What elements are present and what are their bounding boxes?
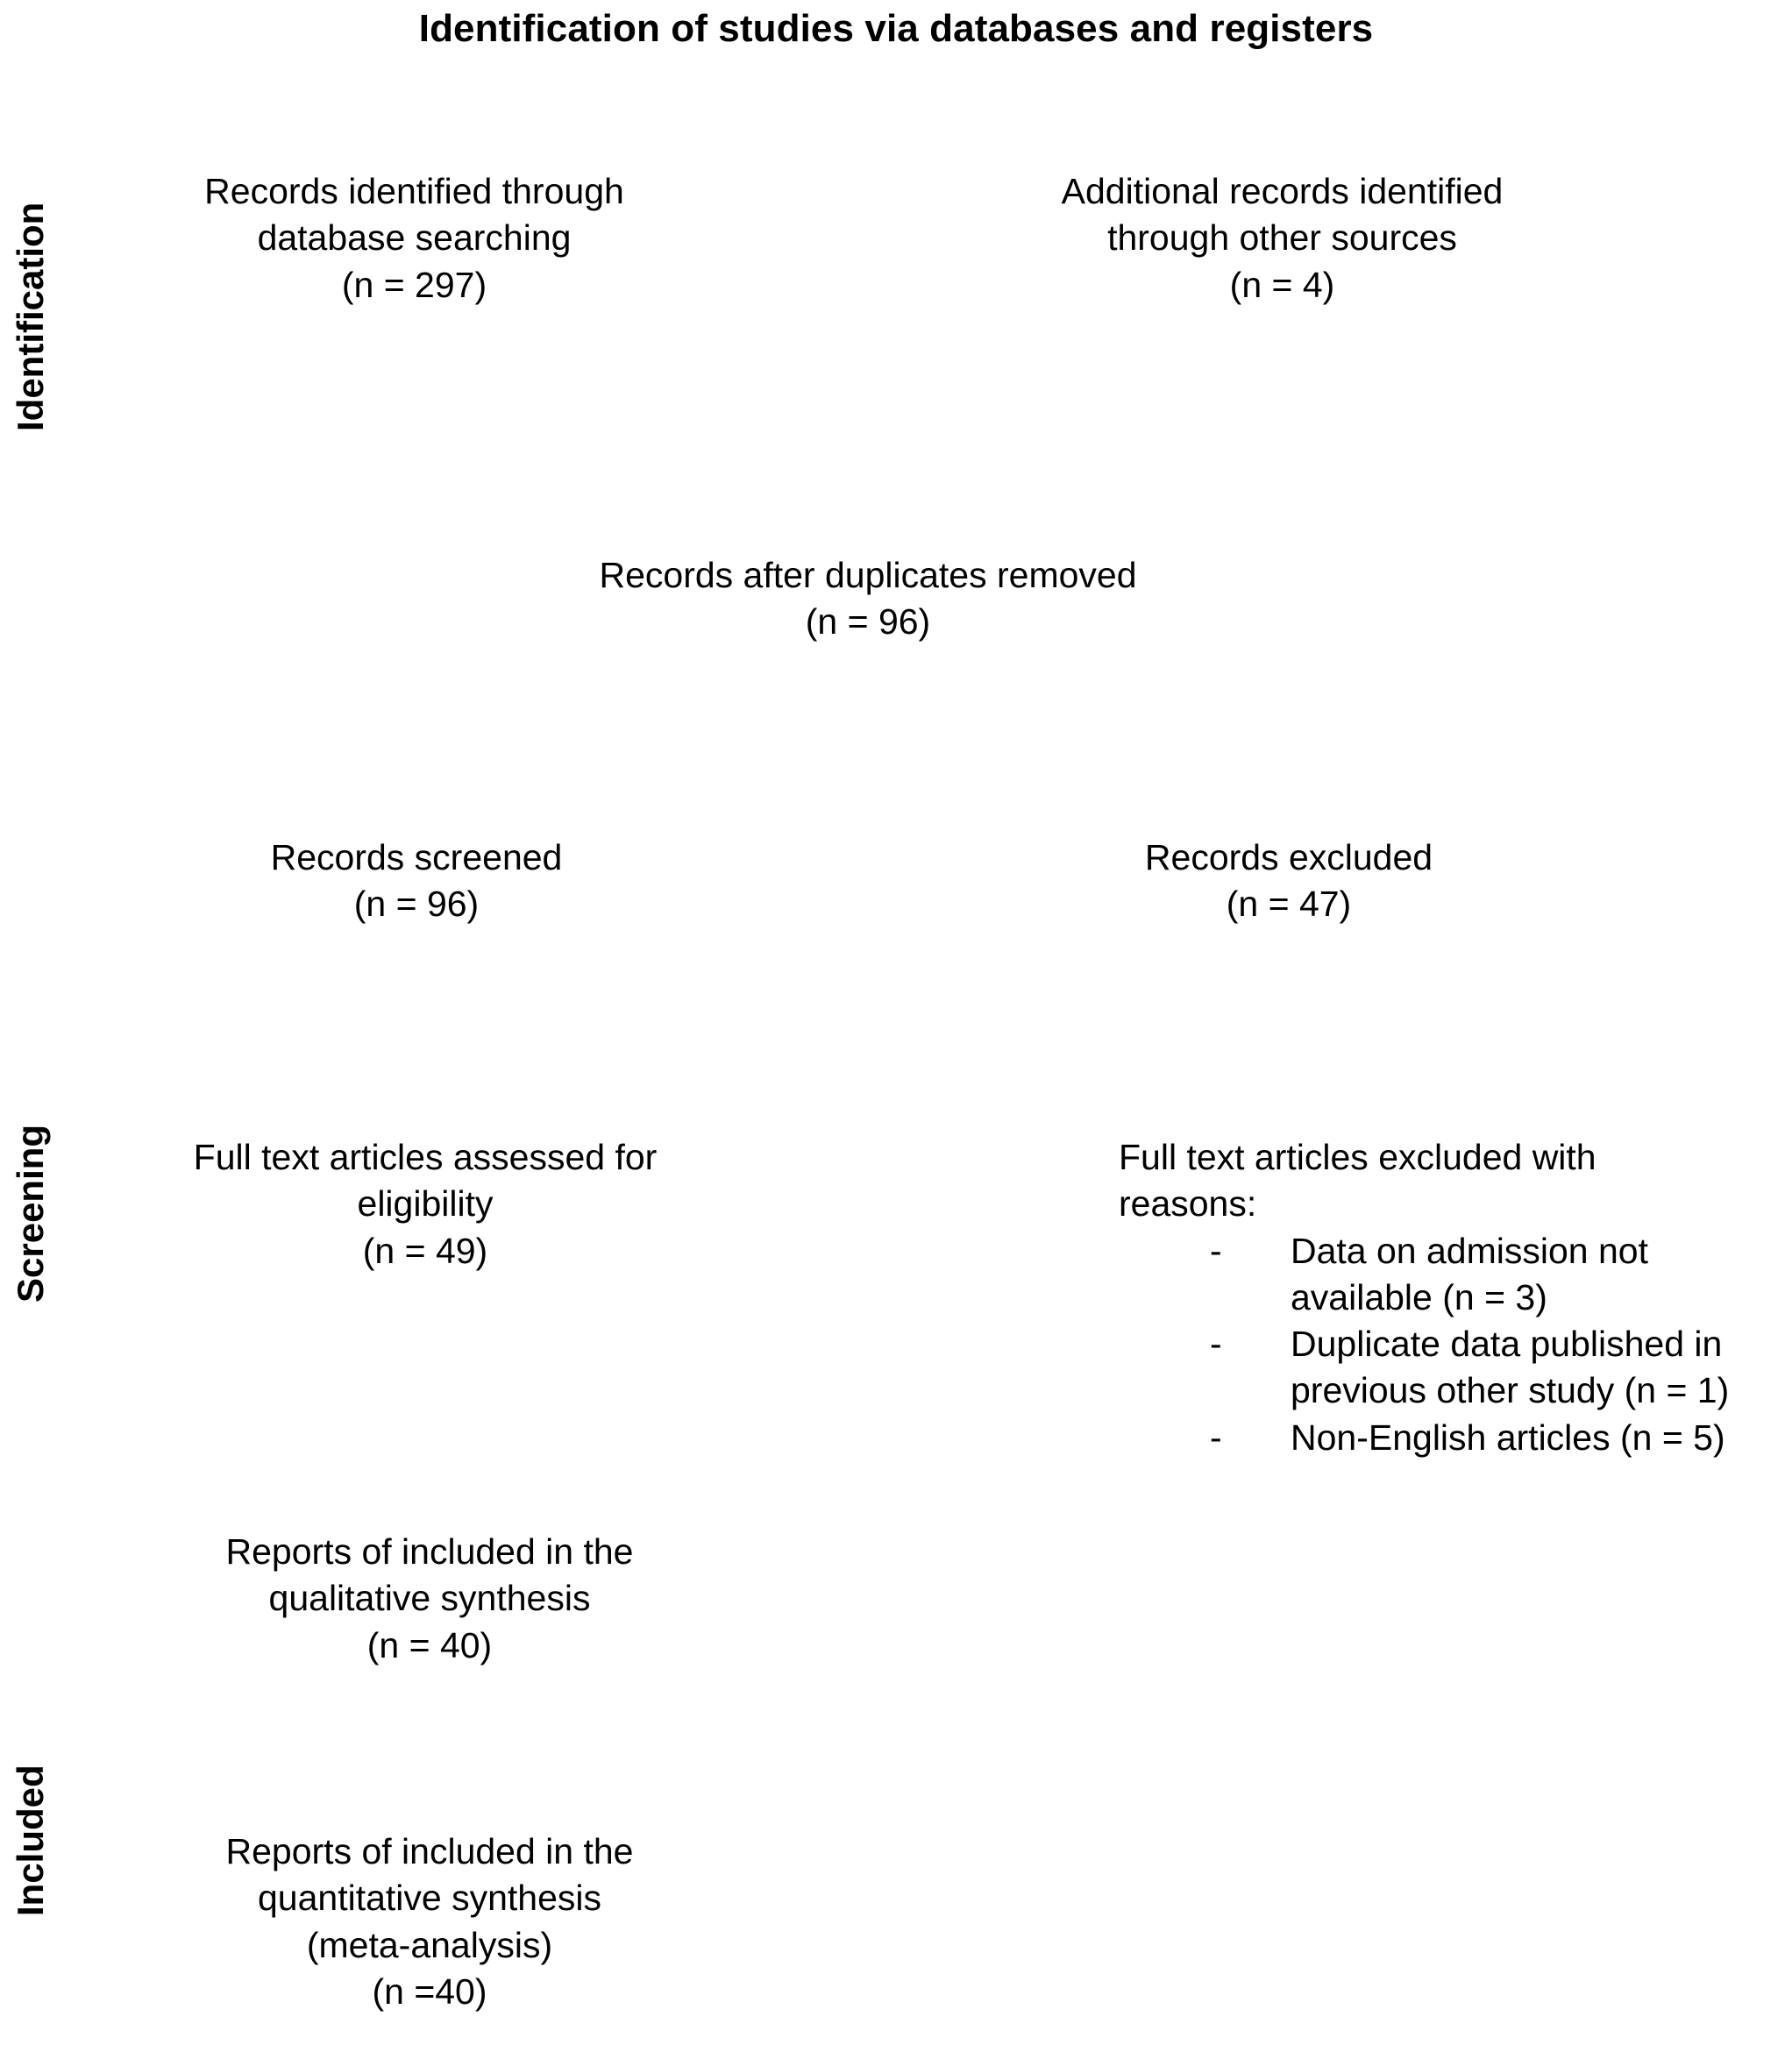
list-item: - Data on admission not available (n = 3…	[1119, 1228, 1785, 1322]
node-records-screened: Records screened (n = 96)	[270, 837, 563, 925]
full-text-excluded-heading: Full text articles excluded with reasons…	[1119, 1137, 1596, 1225]
stage-label-included: Included	[10, 1765, 51, 1916]
exclusion-reason-list: - Data on admission not available (n = 3…	[1119, 1228, 1785, 1461]
bullet-hyphen-icon: -	[1210, 1230, 1222, 1271]
exclusion-reason-text: Data on admission not available (n = 3)	[1291, 1230, 1648, 1317]
node-reports-qualitative-synthesis: Reports of included in the qualitative s…	[225, 1531, 634, 1665]
exclusion-reason-text: Duplicate data published in previous oth…	[1291, 1324, 1730, 1411]
node-reports-quantitative-synthesis: Reports of included in the quantitative …	[225, 1831, 634, 2012]
stage-label-identification: Identification	[10, 202, 51, 431]
node-full-text-articles-excluded: Full text articles excluded with reasons…	[1119, 1134, 1785, 1461]
node-full-text-articles-assessed: Full text articles assessed for eligibil…	[193, 1137, 658, 1271]
node-records-excluded: Records excluded (n = 47)	[1144, 837, 1433, 925]
bullet-hyphen-icon: -	[1210, 1417, 1222, 1458]
list-item: - Non-English articles (n = 5)	[1119, 1415, 1785, 1461]
stage-label-screening: Screening	[10, 1124, 51, 1303]
bullet-hyphen-icon: -	[1210, 1324, 1222, 1365]
node-records-after-duplicates-removed: Records after duplicates removed (n = 96…	[599, 555, 1137, 643]
node-records-identified-database: Records identified through database sear…	[204, 171, 624, 305]
list-item: - Duplicate data published in previous o…	[1119, 1321, 1785, 1415]
node-additional-records-other-sources: Additional records identified through ot…	[1061, 171, 1504, 305]
exclusion-reason-text: Non-English articles (n = 5)	[1291, 1417, 1725, 1458]
page-title: Identification of studies via databases …	[418, 7, 1374, 50]
